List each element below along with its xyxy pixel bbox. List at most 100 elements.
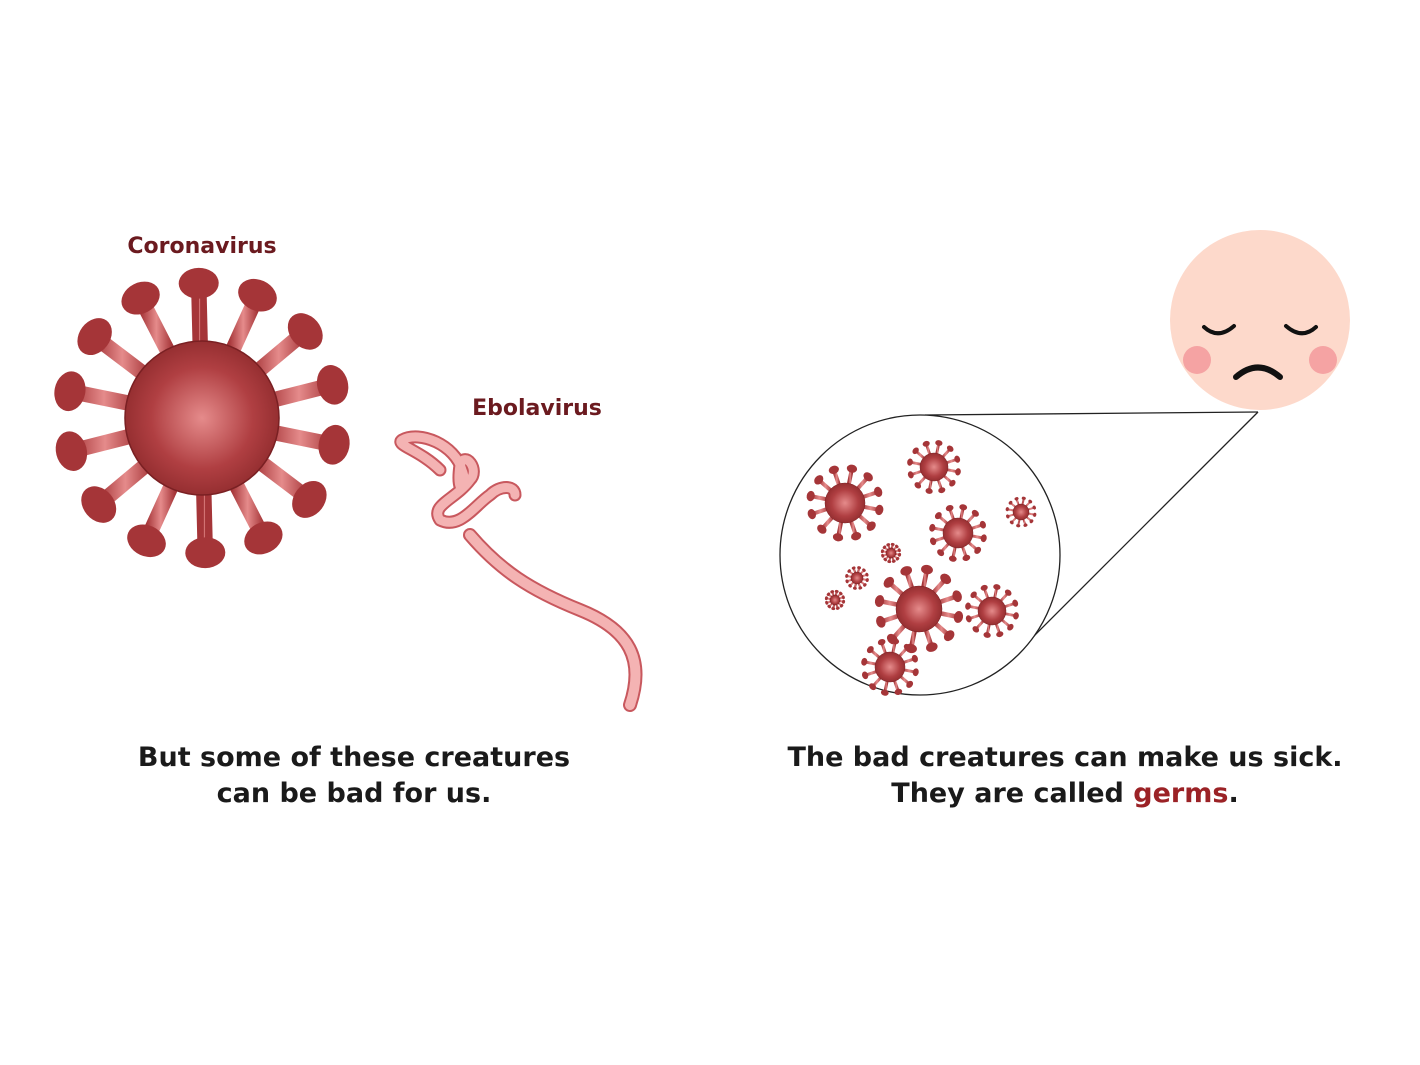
spike-bulb [1005,507,1009,512]
right-caption-line1: The bad creatures can make us sick. [787,742,1343,773]
virus-body [977,596,1007,626]
spike-bulb [907,471,914,479]
spike-bulb [807,509,816,520]
spike-bulb [880,549,884,554]
virus-body [1012,503,1030,521]
spike-bulb [862,568,866,572]
spike-bulb [1012,599,1019,607]
spike-bulb [929,523,936,532]
spike-bulb [842,599,846,604]
spike-bulb [993,584,1001,590]
spike-bulb [996,631,1004,638]
spike-bulb [925,642,938,652]
spike-bulb [824,596,828,601]
spike-bulb [834,589,839,593]
spike-bulb [54,371,86,412]
spike-bulb [980,584,988,591]
caption-suffix: . [1228,778,1239,809]
virus-body [850,571,864,585]
spike-bulb [806,490,815,502]
spike-bulb [954,455,961,463]
frown-mouth [1233,364,1283,380]
spike-bulb [935,440,943,446]
spike-bulb [845,579,849,584]
germ-cluster [806,440,1037,696]
spike-bulb [953,611,964,623]
spike-bulb [883,576,895,588]
spike-bulb [841,595,845,600]
spike-bulb [874,595,885,607]
cheek-left [1183,346,1211,374]
spike-bulb [848,584,852,588]
spike-bulb [930,537,937,546]
spike-bulb [869,683,877,691]
spike-bulb [945,505,954,512]
spike-bulb [55,431,88,471]
spike-bulb [81,486,117,523]
spike-bulb [914,482,922,489]
spike-bulb [876,615,886,628]
spike-bulb [847,569,851,573]
spike-bulb [925,488,933,494]
spike-bulb [921,564,933,575]
coronavirus [54,267,350,569]
spike-bulb [866,646,874,654]
spike-bulb [845,573,849,578]
spike-bulb [831,607,836,611]
spike-bulb [817,524,827,534]
germ [929,504,987,562]
spike-bulb [1008,500,1013,505]
germs-highlight: germs [1133,778,1229,809]
spike-bulb [971,509,979,517]
germ [806,464,884,542]
caption-prefix: They are called [891,778,1134,809]
germ [1005,496,1037,528]
spike-bulb [979,520,986,529]
cheek-right [1309,346,1337,374]
spike-bulb [851,532,862,541]
spike-bulb [1033,512,1037,517]
spike-bulb [1006,514,1010,519]
spike-bulb [898,552,902,557]
spike-bulb [858,586,863,590]
spike-bulb [852,586,857,590]
spike-bulb [1009,520,1014,525]
spike-bulb [891,638,900,645]
spike-bulb [238,278,277,312]
spike-bulb [316,365,349,405]
spike-bulb [962,554,971,561]
spike-bulb [974,546,982,554]
spike-bulb [814,475,824,485]
spike-bulb [877,639,886,646]
spike-bulb [949,479,956,487]
spike-bulb [835,606,840,610]
spike-bulb [865,572,869,577]
spike-bulb [866,521,876,531]
spike-bulb [883,557,887,562]
spike-bulb [318,424,350,465]
spike-bulb [890,542,895,546]
spike-bulb [880,689,889,696]
spike-bulb [865,578,869,583]
spike-bulb [882,545,887,549]
coronavirus-illustration [54,267,350,569]
spike-bulb [178,267,219,299]
virus-body [885,547,897,559]
virus-body [124,340,280,496]
spike-bulb [244,521,283,555]
spike-bulb [861,657,868,666]
right-caption: The bad creatures can make us sick. They… [787,740,1342,812]
spike-bulb [965,615,972,623]
spike-bulb [839,591,843,596]
spike-bulb [938,487,946,494]
spike-bulb [874,486,883,497]
virus-body [824,482,866,524]
germ [824,589,846,611]
spike-bulb [846,464,858,473]
right-caption-line2: They are called germs. [787,776,1342,812]
spike-bulb [903,643,911,651]
germ [861,638,919,696]
spike-bulb [894,688,903,695]
magnified-view-circle [779,414,1061,696]
